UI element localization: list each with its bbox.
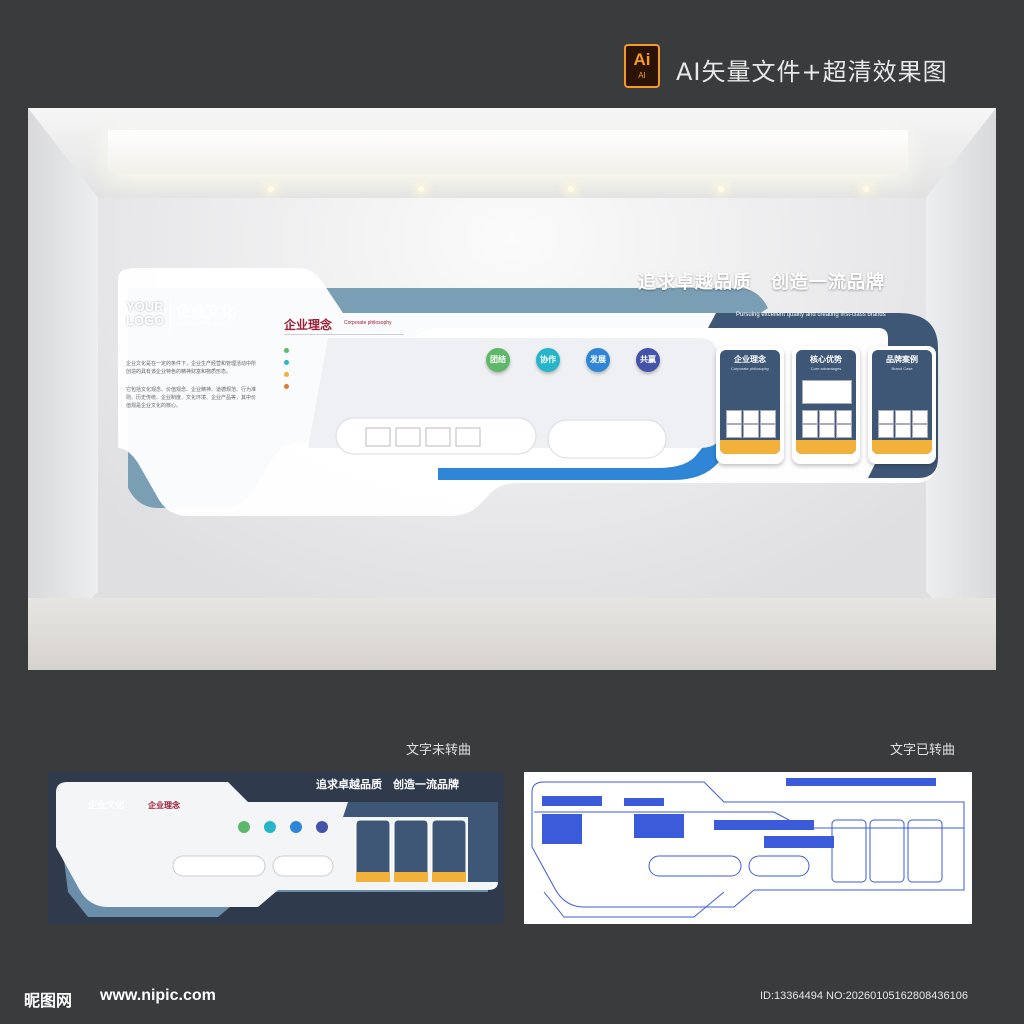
thumbnail-color-shapes (56, 782, 498, 917)
caption-text-not-outlined: 文字未转曲 (406, 743, 472, 758)
card-subtitle: Corporate philosophy (730, 366, 770, 371)
philosophy-subtitle: Corporate philosophy (344, 320, 392, 326)
footer-site-logo: 昵图网 (24, 993, 73, 1010)
bullet-dot-icon (284, 360, 289, 365)
culture-subtitle: corporate culture (176, 320, 229, 327)
thumb-philosophy-title: 企业理念 (148, 801, 180, 810)
bullet-dot-icon (284, 384, 289, 389)
header-title: AI矢量文件+超清效果图 (676, 58, 948, 86)
thumb-slogan: 追求卓越品质 创造一流品牌 (316, 779, 459, 791)
logo-divider (170, 298, 171, 332)
spotlight-icon (863, 186, 869, 192)
card-core-advantages: 核心优势 Core advantages (792, 346, 860, 464)
value-badge-cooperation: 协作 (536, 348, 560, 372)
card-title: 品牌案例 (886, 355, 918, 364)
thumbnail-outline-design (524, 772, 972, 924)
photo-frame (365, 427, 391, 447)
card-subtitle: Core advantages (810, 366, 842, 371)
culture-title: 企业文化 (176, 303, 237, 320)
right-pill-frame (547, 419, 667, 459)
photo-frame (425, 427, 451, 447)
main-rendering: YOUR LOGO 企业文化 corporate culture 企业文化是在一… (28, 108, 996, 670)
logo-placeholder: YOUR LOGO (126, 299, 165, 328)
value-badge-win-win: 共赢 (636, 348, 660, 372)
thumbnail-outline-shapes (531, 778, 965, 918)
thumbnail-color-design: 追求卓越品质 创造一流品牌 企业文化 企业理念 (48, 772, 504, 924)
footer-image-id: ID:13364494 NO:20260105162808436106 (760, 990, 968, 1002)
spotlight-icon (418, 186, 424, 192)
ai-badge-subtext: AI (638, 71, 646, 80)
value-badge-development: 发展 (586, 348, 610, 372)
culture-paragraph: 企业文化是在一定的条件下，企业生产经营和管理活动中所创造的具有该企业特色的精神财… (126, 361, 257, 375)
spotlight-icon (568, 186, 574, 192)
culture-wall-display: YOUR LOGO 企业文化 corporate culture 企业文化是在一… (98, 268, 938, 528)
photo-frame (455, 427, 481, 447)
bullet-dot-icon (284, 348, 289, 353)
spotlight-icon (718, 186, 724, 192)
thumb-culture-title: 企业文化 (88, 800, 125, 810)
footer-site-url[interactable]: www.nipic.com (100, 987, 216, 1004)
left-side-wall (28, 108, 98, 670)
value-badge-unity: 团结 (486, 348, 510, 372)
philosophy-divider (284, 334, 404, 335)
ceiling-light-panel (108, 130, 908, 174)
culture-paragraph: 它包括文化观念、价值观念、企业精神、道德规范、行为准则、历史传统、企业制度、文化… (126, 387, 257, 409)
caption-text-outlined: 文字已转曲 (890, 743, 956, 758)
slogan-english: Pursuing excellent quality and creating … (736, 312, 886, 318)
ai-file-icon: Ai AI (624, 44, 660, 88)
card-title: 企业理念 (734, 355, 766, 364)
blue-light-strip (438, 428, 738, 480)
ai-badge-text: Ai (633, 50, 651, 69)
photo-frame (395, 427, 421, 447)
card-title: 核心优势 (810, 355, 842, 364)
floor (28, 598, 996, 670)
slogan-chinese: 追求卓越品质 创造一流品牌 (638, 272, 885, 292)
card-philosophy: 企业理念 Corporate philosophy (716, 346, 784, 464)
philosophy-title: 企业理念 (284, 318, 333, 332)
bullet-dot-icon (284, 372, 289, 377)
spotlight-icon (268, 186, 274, 192)
card-brand-case: 品牌案例 Brand Case (868, 346, 936, 464)
card-subtitle: Brand Case (891, 366, 913, 371)
